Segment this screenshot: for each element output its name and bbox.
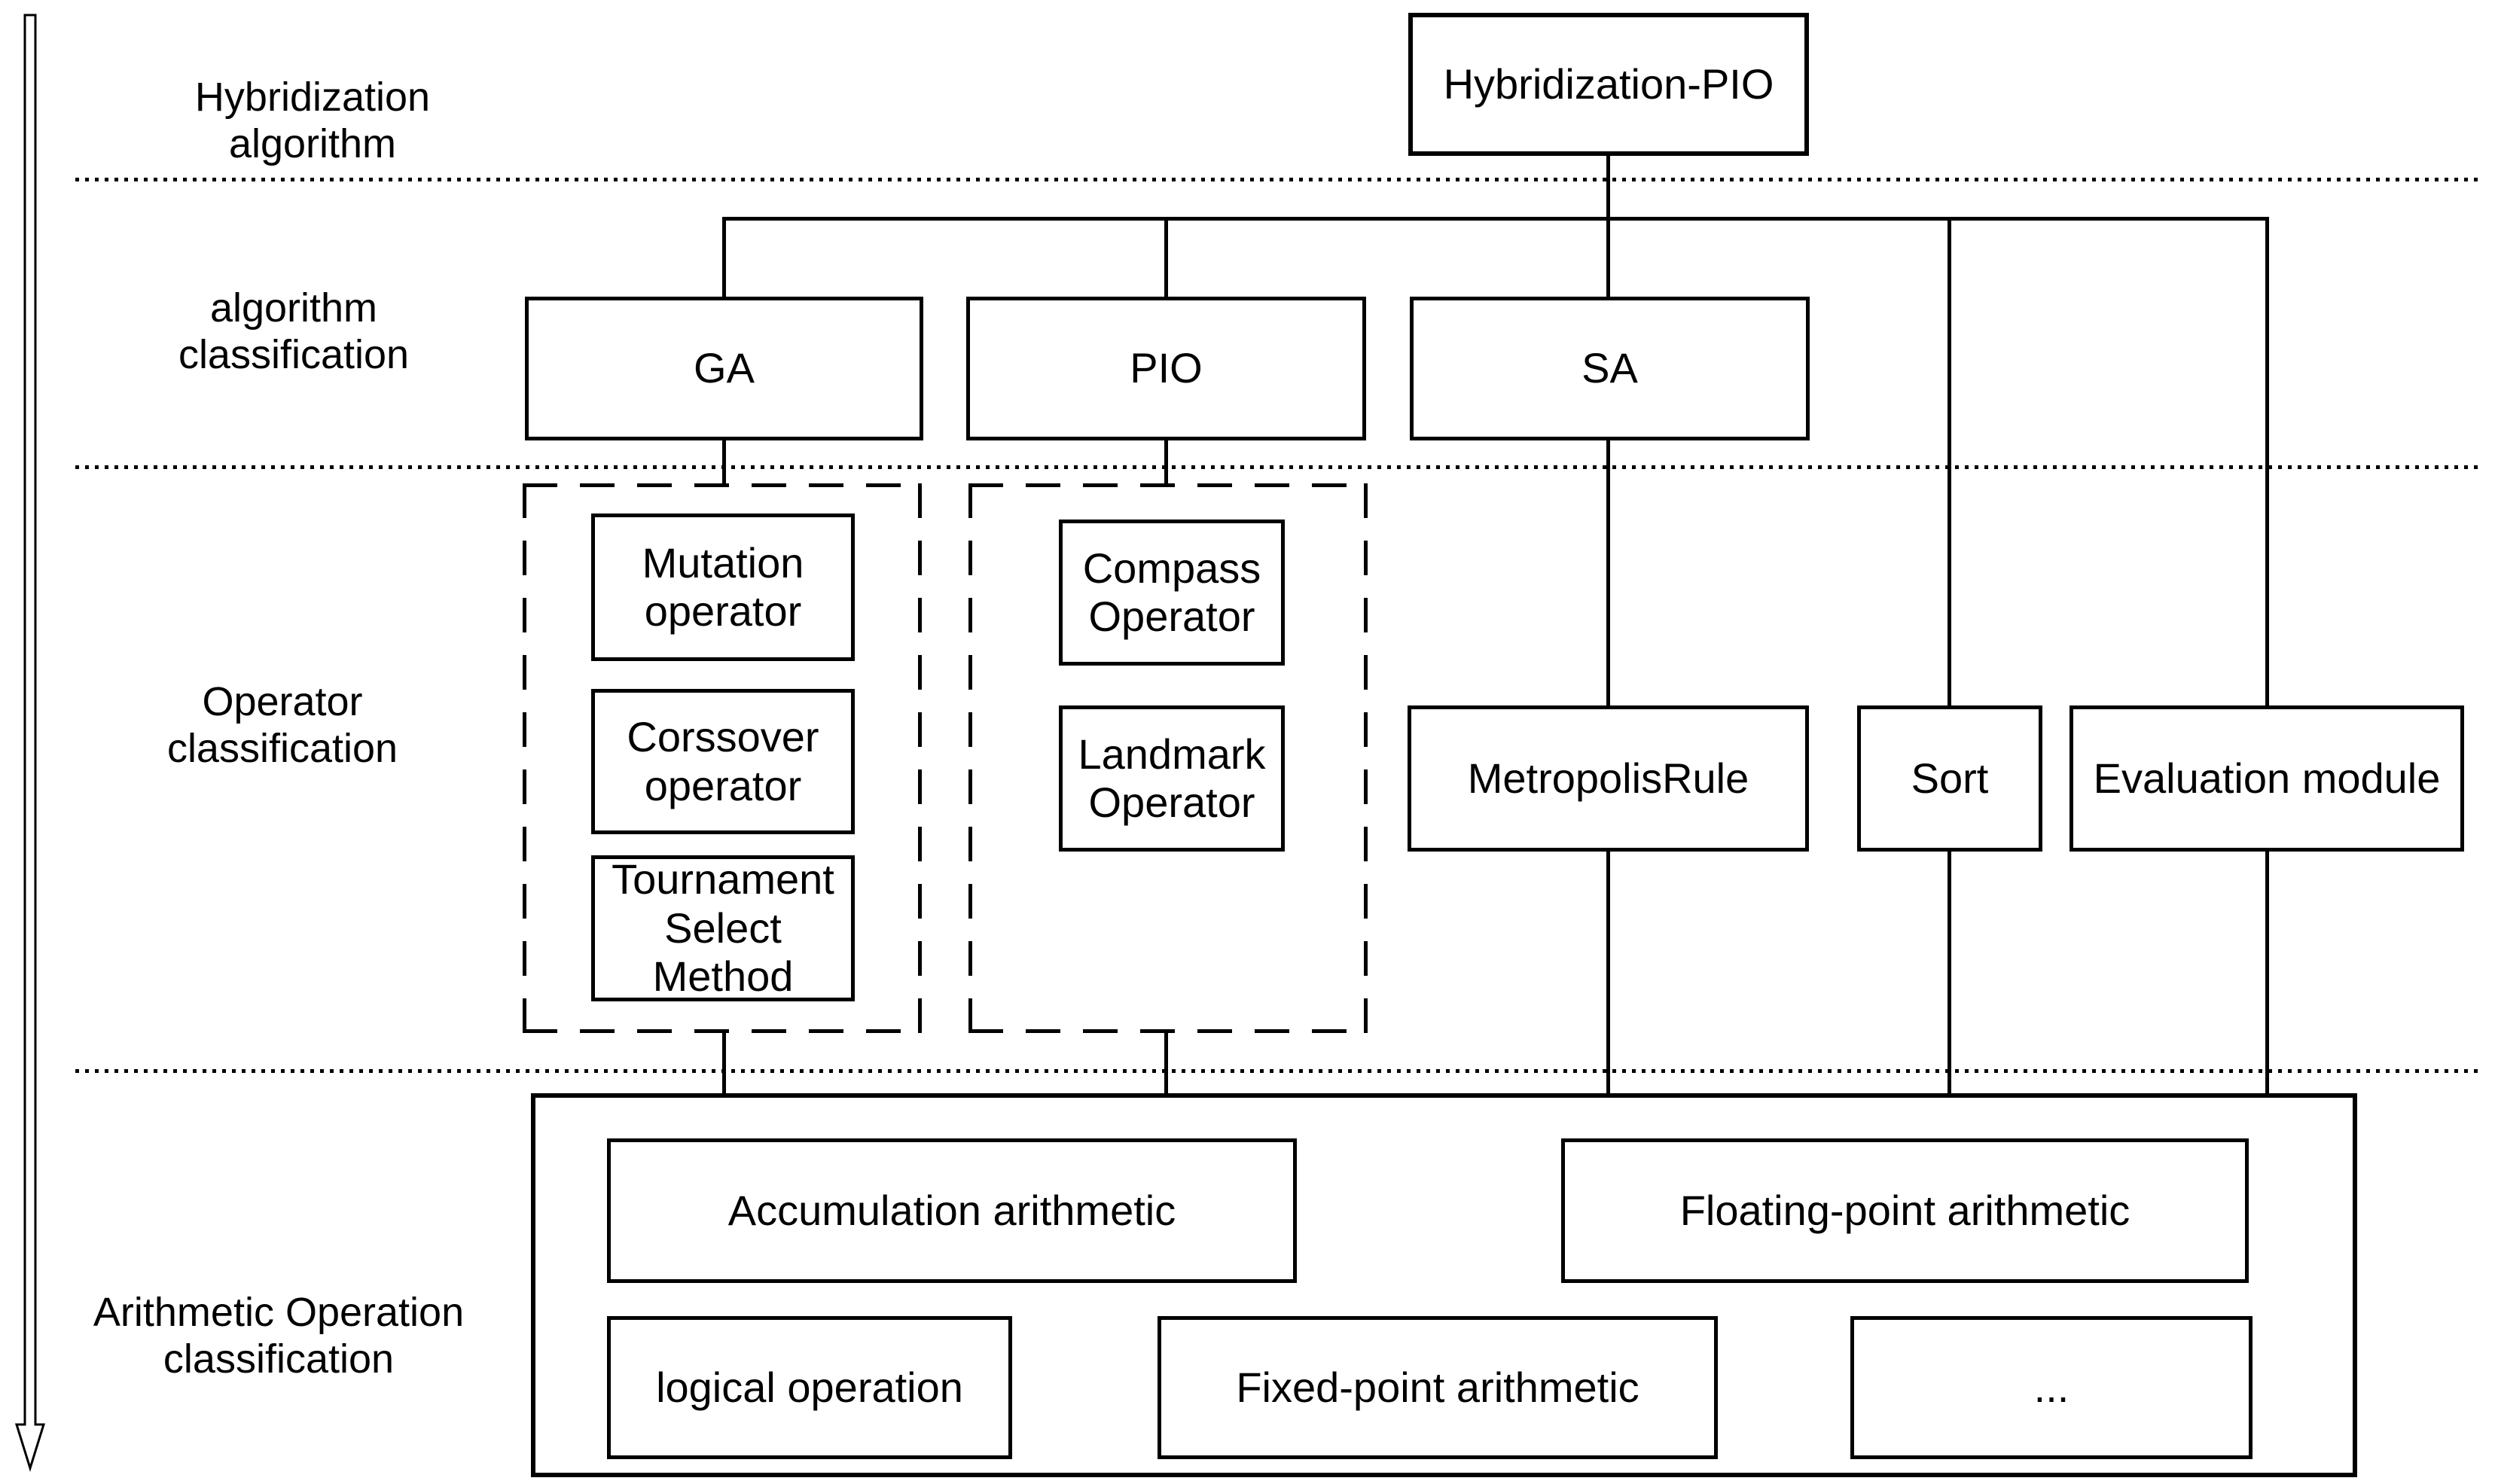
connector-classification-bus [723,217,2268,221]
separator-level1-dotted-line [75,178,2478,181]
connector-evaluation-to-container [2265,849,2269,1096]
node-tournament-select-method: Tournament Select Method [591,855,855,1001]
connector-root-to-sa [1606,152,1610,300]
connector-sort-to-container [1948,849,1951,1096]
node-mutation-operator: Mutation operator [591,513,855,661]
connector-sa-to-metropolis [1606,438,1610,709]
node-landmark-operator: Landmark Operator [1059,705,1285,852]
node-ellipsis: ... [1850,1316,2253,1459]
connector-metropolis-to-container [1606,849,1610,1096]
node-fixed-point-arithmetic: Fixed-point arithmetic [1158,1316,1718,1459]
connector-pio-to-group [1164,438,1168,486]
node-pio: PIO [966,297,1366,440]
connector-ga-to-group [722,438,726,486]
connector-bus-to-sort [1948,217,1951,709]
flow-direction-arrow-icon [14,14,46,1473]
node-accumulation-arithmetic: Accumulation arithmetic [607,1138,1297,1283]
node-corssover-operator: Corssover operator [591,689,855,834]
node-sort: Sort [1857,705,2042,852]
connector-bus-to-ga [722,217,726,300]
row-label-arithmetic-operation-classification: Arithmetic Operation classification [93,1289,465,1382]
connector-ga-group-to-container [722,1031,726,1096]
row-label-algorithm-classification: algorithm classification [178,285,410,377]
node-hybridization-pio: Hybridization-PIO [1408,13,1809,156]
row-label-hybridization-algorithm: Hybridization algorithm [194,74,431,166]
separator-level3-dotted-line [75,1069,2478,1073]
connector-bus-to-pio [1164,217,1168,300]
connector-pio-group-to-container [1164,1031,1168,1096]
node-evaluation-module: Evaluation module [2070,705,2464,852]
node-ga: GA [525,297,923,440]
separator-level2-dotted-line [75,465,2478,469]
node-compass-operator: Compass Operator [1059,520,1285,666]
node-sa: SA [1410,297,1810,440]
node-logical-operation: logical operation [607,1316,1012,1459]
node-metropolis-rule: MetropolisRule [1408,705,1809,852]
row-label-operator-classification: Operator classification [166,678,398,771]
connector-bus-to-evaluation [2265,217,2269,709]
node-floating-point-arithmetic: Floating-point arithmetic [1561,1138,2249,1283]
